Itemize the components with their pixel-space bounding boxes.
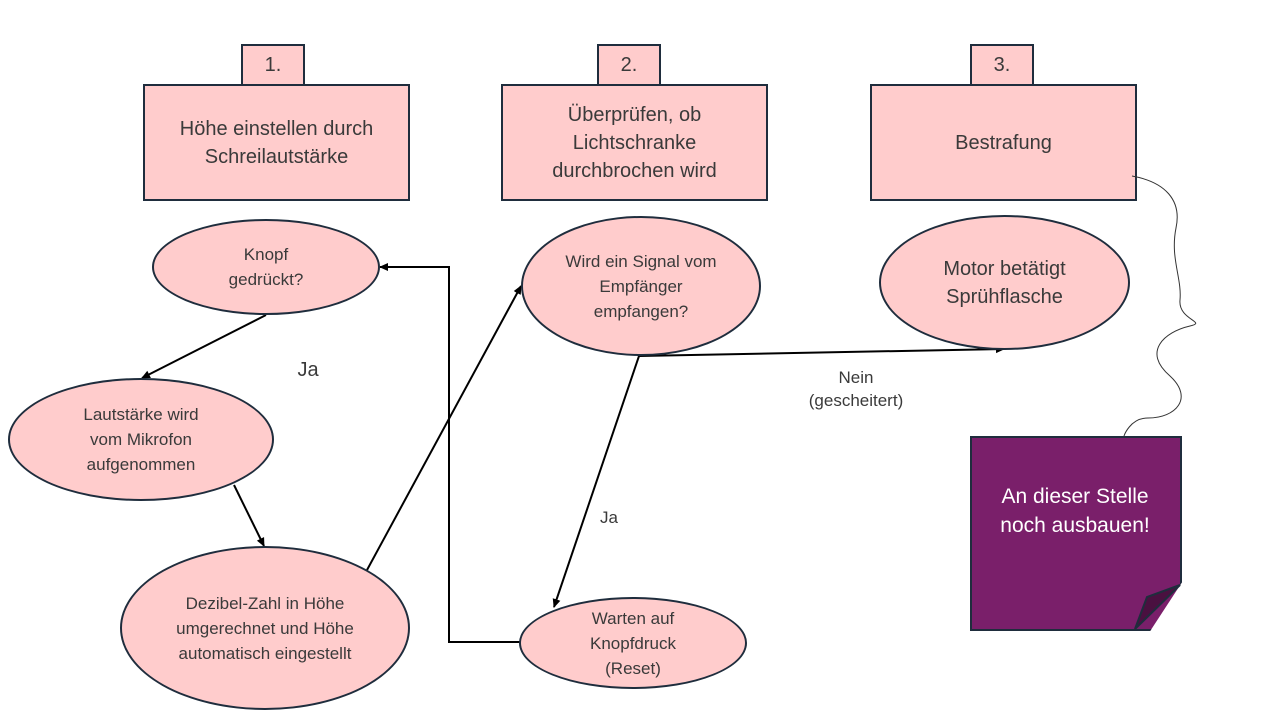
node-knopf-gedrueckt: Knopf gedrückt? <box>152 219 380 315</box>
node-lautstaerke-label: Lautstärke wird vom Mikrofon aufgenommen <box>83 405 199 474</box>
edge-label-ja-middle: Ja <box>600 508 618 527</box>
node-knopf-label: Knopf gedrückt? <box>228 245 304 289</box>
edge-lautstaerke-to-dezibel <box>233 484 265 547</box>
node-motor-label: Motor betätigt Sprühflasche <box>943 257 1066 308</box>
step-3-title: Bestrafung <box>870 84 1137 201</box>
edge-signal-to-motor <box>638 345 1005 357</box>
node-signal: Wird ein Signal vom Empfänger empfangen? <box>521 216 761 356</box>
edge-dezibel-to-signal <box>366 285 522 571</box>
node-dezibel-label: Dezibel-Zahl in Höhe umgerechnet und Höh… <box>176 593 354 663</box>
step-1-number: 1. <box>241 44 305 86</box>
edge-label-nein: Nein (gescheitert) <box>808 368 904 410</box>
note-connector-squiggle <box>1123 175 1197 437</box>
node-warten: Warten auf Knopfdruck (Reset) <box>519 597 747 689</box>
node-lautstaerke: Lautstärke wird vom Mikrofon aufgenommen <box>8 378 274 501</box>
step-1-title: Höhe einstellen durch Schreilautstärke <box>143 84 410 201</box>
sticky-note-text: An dieser Stelle noch ausbauen! <box>1000 485 1150 537</box>
node-motor: Motor betätigt Sprühflasche <box>879 215 1130 350</box>
node-dezibel: Dezibel-Zahl in Höhe umgerechnet und Höh… <box>120 546 410 710</box>
edge-knopf-to-lautstaerke <box>141 314 267 379</box>
step-3-number: 3. <box>970 44 1034 86</box>
node-warten-label: Warten auf Knopfdruck (Reset) <box>590 608 676 678</box>
node-signal-label: Wird ein Signal vom Empfänger empfangen? <box>565 251 717 321</box>
step-2-title: Überprüfen, ob Lichtschranke durchbroche… <box>501 84 768 201</box>
edge-label-ja-left: Ja <box>297 359 319 381</box>
edge-warten-to-knopf <box>379 263 520 643</box>
edge-signal-to-warten <box>552 355 640 608</box>
